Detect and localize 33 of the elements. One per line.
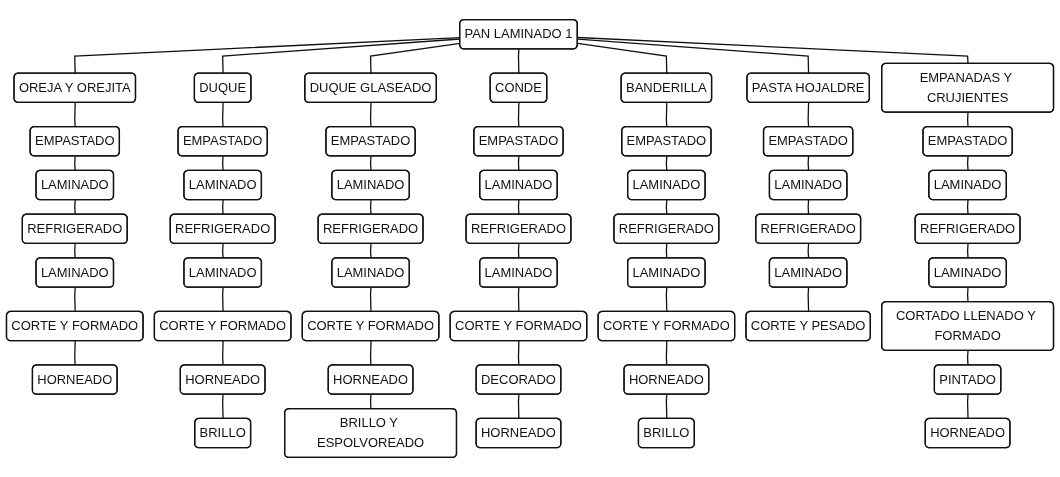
connector — [222, 243, 224, 259]
connector — [222, 340, 224, 366]
connector — [665, 286, 668, 313]
connector — [517, 340, 520, 366]
connector — [369, 102, 372, 128]
connector — [966, 155, 969, 172]
connector — [517, 102, 520, 128]
connector — [74, 340, 76, 366]
connector — [222, 286, 224, 313]
connector — [517, 393, 520, 420]
connector — [665, 340, 668, 366]
connector — [222, 393, 224, 420]
connector — [665, 393, 668, 420]
connector — [966, 199, 969, 216]
connector — [74, 286, 76, 313]
connector — [222, 155, 224, 172]
connector — [517, 48, 520, 75]
connector — [577, 38, 810, 75]
connector — [577, 42, 668, 75]
connector — [577, 36, 969, 65]
connector — [369, 340, 372, 366]
connector — [807, 286, 810, 313]
connector — [74, 155, 76, 172]
connector — [74, 199, 76, 216]
connector — [966, 393, 969, 420]
connector — [222, 199, 224, 216]
connector — [517, 286, 520, 313]
connector — [74, 102, 76, 128]
connector — [369, 286, 372, 313]
connector — [74, 243, 76, 259]
connector — [807, 102, 810, 128]
connector — [222, 102, 224, 128]
connector — [665, 102, 668, 128]
